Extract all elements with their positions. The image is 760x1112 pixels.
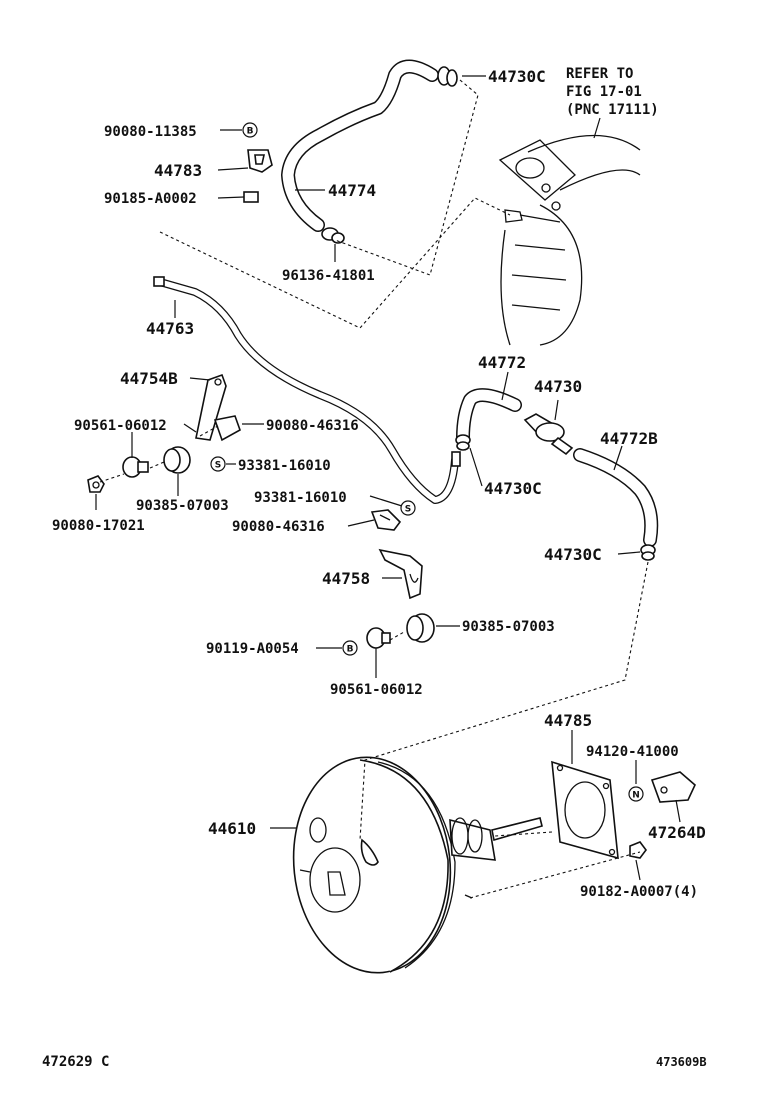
label-44730c-mid: 44730C (484, 479, 542, 498)
collar-90561-06012-lower (366, 627, 391, 649)
label-44763: 44763 (146, 319, 194, 338)
grommet-90385-07003-lower (406, 613, 435, 643)
marker-s-lower: S (400, 500, 416, 516)
clamp-44730c-top (437, 66, 458, 87)
label-44785: 44785 (544, 711, 592, 730)
nut-90182-a0007 (629, 841, 647, 859)
label-44774: 44774 (328, 181, 376, 200)
hose-44772 (456, 388, 522, 445)
svg-text:N: N (632, 791, 640, 801)
label-44610: 44610 (208, 819, 256, 838)
marker-b-upper: B (242, 122, 258, 138)
label-94120-41000: 94120-41000 (586, 744, 679, 760)
grommet-90385-07003-upper (163, 446, 191, 474)
label-90385-07003-upper: 90385-07003 (136, 498, 229, 514)
bracket-44754b (195, 373, 241, 442)
footer-left-code: 472629 C (42, 1054, 109, 1070)
collar-90561-06012-upper (122, 456, 149, 478)
label-90080-11385: 90080-11385 (104, 124, 197, 140)
label-90119-a0054: 90119-A0054 (206, 641, 299, 657)
svg-text:S: S (215, 461, 221, 471)
hose-44774 (281, 59, 439, 232)
label-44754b: 44754B (120, 369, 178, 388)
clamp-44730c-mid (455, 434, 471, 451)
label-90561-06012-upper: 90561-06012 (74, 418, 167, 434)
label-44772: 44772 (478, 353, 526, 372)
label-44730: 44730 (534, 377, 582, 396)
label-90561-06012-lower: 90561-06012 (330, 682, 423, 698)
label-44730c-low: 44730C (544, 545, 602, 564)
brake-booster-44610 (292, 756, 543, 974)
refer-line-1: REFER TO (566, 66, 633, 82)
label-90185-a0002: 90185-A0002 (104, 191, 197, 207)
gasket-44785 (551, 760, 619, 860)
check-valve-44730 (523, 399, 574, 456)
bracket-47264d (650, 771, 696, 803)
clamp-96136-41801 (321, 227, 345, 244)
marker-n: N (628, 786, 644, 802)
label-90385-07003-lower: 90385-07003 (462, 619, 555, 635)
label-93381-16010-lower: 93381-16010 (254, 490, 347, 506)
connection-lines (99, 79, 649, 899)
marker-s-upper: S (210, 456, 226, 472)
bracket-44783 (243, 149, 273, 203)
nut-90080-17021 (87, 475, 105, 493)
leader-lines (95, 75, 681, 881)
label-47264d: 47264D (648, 823, 706, 842)
label-90182-a0007: 90182-A0007(4) (580, 884, 698, 900)
vacuum-pipe-44763 (153, 276, 461, 504)
label-93381-16010-upper: 93381-16010 (238, 458, 331, 474)
refer-line-2: FIG 17-01 (566, 84, 642, 100)
label-96136-41801: 96136-41801 (282, 268, 375, 284)
label-44783: 44783 (154, 161, 202, 180)
label-90080-46316-lower: 90080-46316 (232, 519, 325, 535)
svg-text:S: S (405, 505, 411, 515)
svg-text:B: B (247, 127, 254, 137)
clip-90080-46316-lower (370, 509, 402, 531)
label-90080-17021: 90080-17021 (52, 518, 145, 534)
footer-right-code: 473609B (656, 1055, 707, 1069)
label-44772b: 44772B (600, 429, 658, 448)
bracket-44758 (378, 548, 423, 600)
refer-line-3: (PNC 17111) (566, 102, 659, 118)
label-44758: 44758 (322, 569, 370, 588)
svg-text:B: B (347, 645, 354, 655)
marker-b-lower: B (342, 640, 358, 656)
hose-44772b (573, 448, 659, 547)
label-44730c-top: 44730C (488, 67, 546, 86)
intake-manifold-reference (498, 117, 641, 346)
clamp-44730c-low (640, 544, 656, 561)
label-90080-46316-upper: 90080-46316 (266, 418, 359, 434)
